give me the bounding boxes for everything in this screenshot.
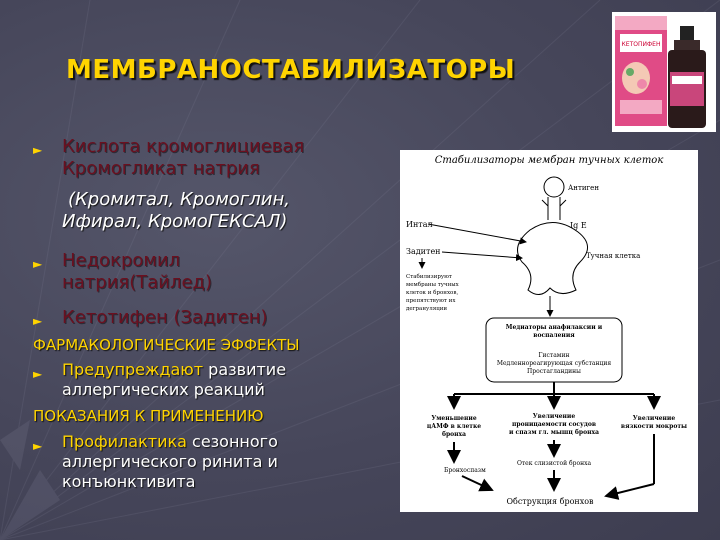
svg-text:Увеличение: Увеличение: [633, 415, 676, 422]
svg-text:Медленнореагирующая субстанция: Медленнореагирующая субстанция: [497, 360, 612, 367]
bronchospasm-label: Бронхоспазм: [444, 467, 486, 474]
diagram-title: Стабилизаторы мембран тучных клеток: [435, 155, 664, 166]
bullet-marker: ►: [33, 367, 43, 381]
antigen-icon: [543, 176, 565, 198]
ige-label: Ig E: [570, 221, 587, 230]
product-photo: КЕТОПИФЕН: [612, 12, 716, 132]
svg-text:дегрануляции: дегрануляции: [406, 306, 447, 312]
svg-text:клеток и бронхов,: клеток и бронхов,: [406, 289, 458, 296]
svg-text:вязкости мокроты: вязкости мокроты: [621, 423, 687, 430]
intal-label: Интал: [406, 220, 433, 229]
bullet-brand-names: (Кромитал, Кромоглин, Ифирал, КромоГЕКСА…: [62, 189, 290, 232]
stabilize-note: Стабилизируют мембраны тучных клеток и б…: [406, 273, 460, 312]
bullet-marker: ►: [33, 257, 43, 271]
section-indications: ПОКАЗАНИЯ К ПРИМЕНЕНИЮ: [33, 407, 264, 425]
bullet-marker: ►: [33, 439, 43, 453]
svg-text:Медиаторы анафилаксии и: Медиаторы анафилаксии и: [506, 324, 603, 331]
section-pharmacological-effects: ФАРМАКОЛОГИЧЕСКИЕ ЭФФЕКТЫ: [33, 336, 300, 354]
svg-text:Уменьшение: Уменьшение: [431, 415, 476, 422]
svg-text:Увеличение: Увеличение: [533, 413, 576, 420]
svg-text:Простагландины: Простагландины: [527, 368, 581, 375]
mast-cell-label: Тучная клетка: [586, 252, 640, 260]
svg-text:Стабилизируют: Стабилизируют: [406, 273, 452, 280]
bullet-marker: ►: [33, 143, 43, 157]
svg-text:и спазм гл. мышц бронха: и спазм гл. мышц бронха: [509, 429, 599, 436]
svg-text:цАМФ в клетке: цАМФ в клетке: [427, 423, 481, 430]
mast-cell-diagram: Стабилизаторы мембран тучных клеток Анти…: [400, 150, 698, 512]
svg-text:Гистамин: Гистамин: [539, 352, 570, 359]
bullet-ketotifen: Кетотифен (Задитен): [62, 307, 268, 328]
indication-text: Профилактика сезонного аллергического ри…: [62, 432, 278, 491]
bullet-nedocromil: Недокромил натрия(Тайлед): [62, 250, 213, 293]
svg-text:препятствуют их: препятствуют их: [406, 298, 456, 304]
obstruction-label: Обструкция бронхов: [506, 497, 594, 506]
zaditen-label: Задитен: [406, 247, 441, 256]
effect-text: Предупреждают развитие аллергических реа…: [62, 360, 287, 399]
bottle-cap: [680, 26, 694, 40]
mast-cell-icon: [517, 222, 588, 295]
slide-title: МЕМБРАНОСТАБИЛИЗАТОРЫ: [66, 55, 516, 85]
svg-text:проницаемости сосудов: проницаемости сосудов: [512, 421, 596, 428]
edema-label: Отек слизистой бронха: [517, 460, 592, 467]
svg-text:воспаления: воспаления: [533, 332, 575, 339]
antigen-label: Антиген: [568, 184, 599, 192]
svg-text:мембраны тучных: мембраны тучных: [406, 281, 460, 288]
bullet-marker: ►: [33, 314, 43, 328]
box-label: КЕТОПИФЕН: [622, 41, 661, 48]
svg-text:бронха: бронха: [442, 431, 466, 438]
bullet-cromoglicic: Кислота кромоглициевая Кромогликат натри…: [62, 136, 305, 179]
